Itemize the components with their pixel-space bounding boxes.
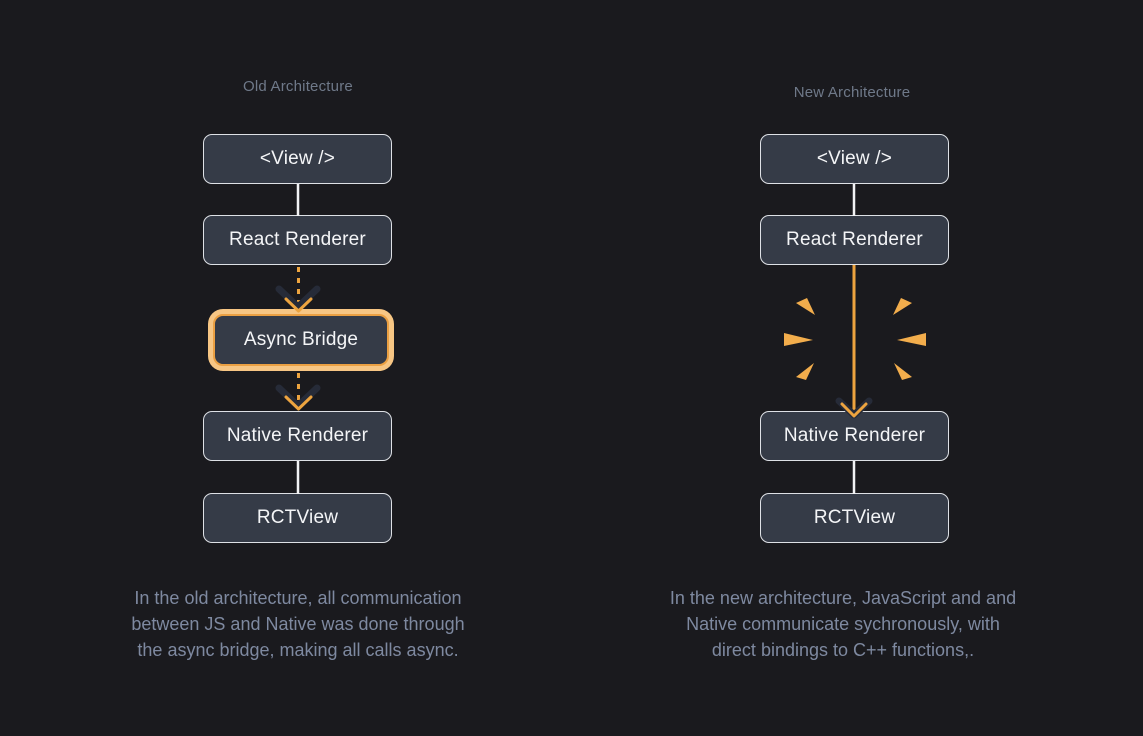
spark-right-bottom [894,363,912,380]
new-architecture-caption: In the new architecture, JavaScript and … [631,585,1055,663]
old-rctview-node: RCTView [203,493,392,543]
old-async-bridge-label: Async Bridge [243,329,359,350]
old-rctview-label: RCTView [256,507,339,528]
new-rctview-label: RCTView [813,507,896,528]
old-dark-chevron-bridge-native [275,384,321,410]
new-native-renderer-node: Native Renderer [760,411,949,461]
new-react-renderer-label: React Renderer [786,229,923,250]
old-react-renderer-label: React Renderer [229,229,366,250]
old-dark-chevron-react-bridge [275,285,321,311]
new-caption-line-3: direct bindings to C++ functions,. [711,640,975,660]
new-view-label: <View /> [816,148,893,169]
old-native-renderer-node: Native Renderer [203,411,392,461]
spark-burst-right [893,298,926,380]
old-caption-line-2: between JS and Native was done through [131,614,465,634]
old-caption-line-3: the async bridge, making all calls async… [137,640,459,660]
old-arrowhead-bridge-native [284,395,313,411]
new-caption-line-1: In the new architecture, JavaScript and … [669,588,1017,608]
old-view-node: <View /> [203,134,392,184]
new-rctview-node: RCTView [760,493,949,543]
old-view-label: <View /> [259,148,336,169]
old-architecture-title: Old Architecture [243,78,353,95]
old-arrowhead-react-bridge [284,297,313,313]
spark-right-middle [897,333,926,346]
old-async-bridge-node: Async Bridge [213,314,389,366]
new-native-renderer-label: Native Renderer [783,425,926,446]
new-caption-line-2: Native communicate sychronously, with [686,614,1000,634]
new-architecture-title: New Architecture [793,84,911,101]
old-react-renderer-node: React Renderer [203,215,392,265]
old-caption-line-1: In the old architecture, all communicati… [134,588,462,608]
spark-left-middle [784,333,813,346]
spark-left-bottom [796,363,814,380]
spark-right-top [893,298,912,315]
spark-burst-left [784,298,815,380]
new-react-renderer-node: React Renderer [760,215,949,265]
old-architecture-caption: In the old architecture, all communicati… [86,585,510,663]
spark-left-top [796,298,815,315]
new-view-node: <View /> [760,134,949,184]
old-native-renderer-label: Native Renderer [226,425,369,446]
